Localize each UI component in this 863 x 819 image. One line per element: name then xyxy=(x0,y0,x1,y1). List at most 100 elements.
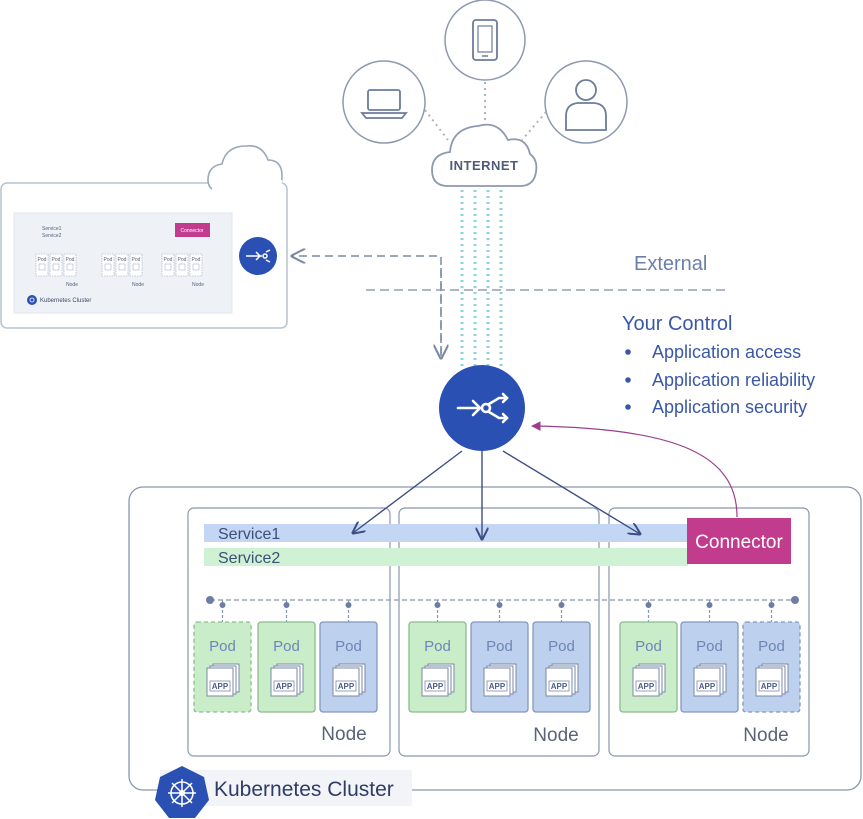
thumb-kubernetes-helm-icon xyxy=(27,295,37,305)
app-label: APP xyxy=(489,682,506,691)
node-label: Node xyxy=(743,725,788,746)
cloud-icon xyxy=(431,123,538,187)
control-plane-panel: Service1 Service2 Connector Pod Pod PodNod… xyxy=(0,144,288,329)
laptop-icon xyxy=(360,89,408,119)
app-container-icon: APP xyxy=(483,663,517,697)
thumb-service1: Service1 xyxy=(42,226,62,232)
app-container-icon: APP xyxy=(632,663,666,697)
service-band-1: Service1 xyxy=(204,524,688,543)
pod-label: Pod xyxy=(335,638,362,655)
cluster-connector-label: Connector xyxy=(695,532,783,553)
app-container-icon: APP xyxy=(270,663,304,697)
pod-label: Pod xyxy=(635,638,662,655)
thumb-node-label: Node xyxy=(66,282,78,288)
app-label: APP xyxy=(638,682,655,691)
pod-label: Pod xyxy=(486,638,513,655)
app-container-icon: APP xyxy=(693,663,727,697)
pod-label: Pod xyxy=(696,638,723,655)
thumb-node-label: Node xyxy=(132,282,144,288)
service-band-2: Service2 xyxy=(204,548,688,567)
app-label: APP xyxy=(551,682,568,691)
app-container-icon: APP xyxy=(545,663,579,697)
app-container-icon: APP xyxy=(421,663,455,697)
cloud-icon xyxy=(207,144,283,193)
node-label: Node xyxy=(533,725,578,746)
connector-tunnel-arrow xyxy=(531,421,738,518)
external-label: External xyxy=(634,253,707,275)
connector-icon xyxy=(246,249,271,263)
cluster-label: Kubernetes Cluster xyxy=(214,778,394,801)
pod-label: Pod xyxy=(548,638,575,655)
connector-icon xyxy=(456,392,509,424)
thumb-service2: Service2 xyxy=(42,233,62,239)
thumb-pod-label: Pod xyxy=(66,257,75,263)
node-frame xyxy=(398,507,600,757)
thumb-pod-label: Pod xyxy=(38,257,47,263)
pod-label: Pod xyxy=(424,638,451,655)
internet-trunk xyxy=(460,190,503,370)
thumb-pod-label: Pod xyxy=(104,257,113,263)
thumb-cluster-label: Kubernetes Cluster xyxy=(40,298,91,304)
control-title: Your Control xyxy=(622,313,732,335)
thumb-node-label: Node xyxy=(192,282,204,288)
cluster-connector: Connector xyxy=(687,518,791,564)
control-channel xyxy=(292,256,441,358)
device-links xyxy=(424,82,547,141)
node-frame xyxy=(608,507,810,757)
control-item: Application security xyxy=(625,397,807,417)
app-container-icon: APP xyxy=(206,663,240,697)
kubernetes-helm-icon xyxy=(155,766,209,818)
ingress-connector xyxy=(439,365,525,451)
internet-cloud: INTERNET xyxy=(431,123,538,187)
pods: PodAPPPodAPPPodAPPPodAPPPodAPPPodAPPPodA… xyxy=(193,621,801,713)
thumb-pod-label: Pod xyxy=(164,257,173,263)
control-item-label: Application access xyxy=(652,342,801,362)
app-label: APP xyxy=(338,682,355,691)
thumb-connector: Connector xyxy=(180,228,203,234)
control-list: Your Control Application access Applicat… xyxy=(622,313,815,417)
app-label: APP xyxy=(699,682,716,691)
pod-label: Pod xyxy=(209,638,236,655)
traffic-arrows xyxy=(353,450,640,539)
service2-label: Service2 xyxy=(218,550,280,567)
app-label: APP xyxy=(212,682,229,691)
thumb-pod-label: Pod xyxy=(52,257,61,263)
client-user xyxy=(544,60,628,144)
cluster-badge: Kubernetes Cluster xyxy=(155,766,412,818)
thumb-pod-label: Pod xyxy=(132,257,141,263)
client-laptop xyxy=(342,60,426,144)
app-label: APP xyxy=(427,682,444,691)
pod-label: Pod xyxy=(758,638,785,655)
thumb-pod-label: Pod xyxy=(178,257,187,263)
control-item: Application reliability xyxy=(625,370,815,390)
thumb-pod-label: Pod xyxy=(118,257,127,263)
control-item-label: Application reliability xyxy=(652,370,815,390)
app-label: APP xyxy=(276,682,293,691)
internet-label: INTERNET xyxy=(450,158,519,173)
service1-label: Service1 xyxy=(218,526,280,543)
node-frame xyxy=(187,507,391,757)
app-label: APP xyxy=(761,682,778,691)
phone-icon xyxy=(472,19,498,61)
control-item: Application access xyxy=(625,342,801,362)
pod-network xyxy=(206,596,799,622)
client-phone xyxy=(444,0,526,81)
thumb-pod-label: Pod xyxy=(192,257,201,263)
app-container-icon: APP xyxy=(755,663,789,697)
node-label: Node xyxy=(321,724,366,745)
control-item-label: Application security xyxy=(652,397,807,417)
kubernetes-cluster-frame xyxy=(128,486,862,791)
user-icon xyxy=(565,79,607,131)
app-container-icon: APP xyxy=(332,663,366,697)
